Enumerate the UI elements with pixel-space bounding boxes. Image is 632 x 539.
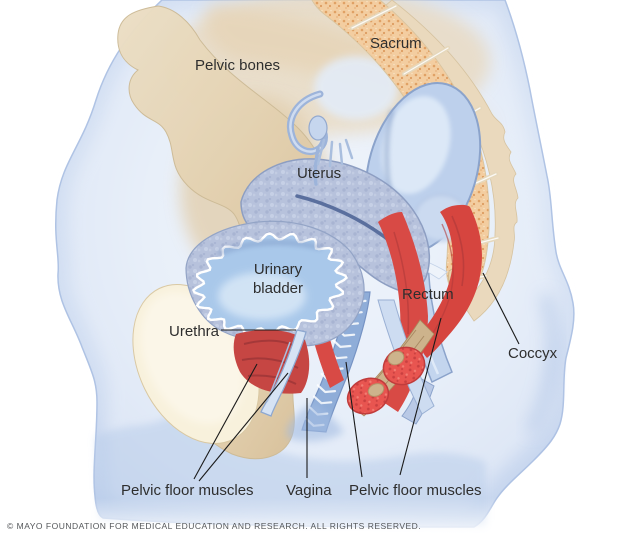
bowel-shading [314,56,398,120]
leader-pelvic-floor-left-1 [193,363,258,480]
sacrum-back-band [377,0,519,322]
label-urethra: Urethra [169,323,220,340]
label-vagina: Vagina [286,482,332,499]
copyright-notice: © MAYO FOUNDATION FOR MEDICAL EDUCATION … [7,521,422,531]
leader-lines [193,272,520,482]
leader-pelvic-floor-right-2 [399,317,442,476]
label-uterus: Uterus [297,165,342,182]
introitus-flare [286,402,344,442]
label-urinary-bladder: Urinary bladder [252,261,304,297]
label-sacrum: Sacrum [370,35,422,52]
leader-pelvic-floor-left-2 [198,372,289,482]
label-pelvic-bones: Pelvic bones [195,57,281,74]
anal-sphincter-muscles [346,346,426,415]
leader-coccyx [482,272,520,345]
ovary [308,115,328,141]
label-pelvic-floor-muscles-left: Pelvic floor muscles [121,482,254,499]
label-pelvic-floor-muscles-right: Pelvic floor muscles [349,482,482,499]
fallopian-tube-and-ovary [287,90,354,186]
leader-pelvic-floor-right-1 [345,361,363,478]
fimbriae [316,138,354,168]
label-rectum: Rectum [402,286,454,303]
urinary-bladder-organ [185,220,365,347]
label-coccyx: Coccyx [508,345,558,362]
pelvic-floor-muscle-posterior [419,204,482,358]
bottom-fade [0,498,632,539]
